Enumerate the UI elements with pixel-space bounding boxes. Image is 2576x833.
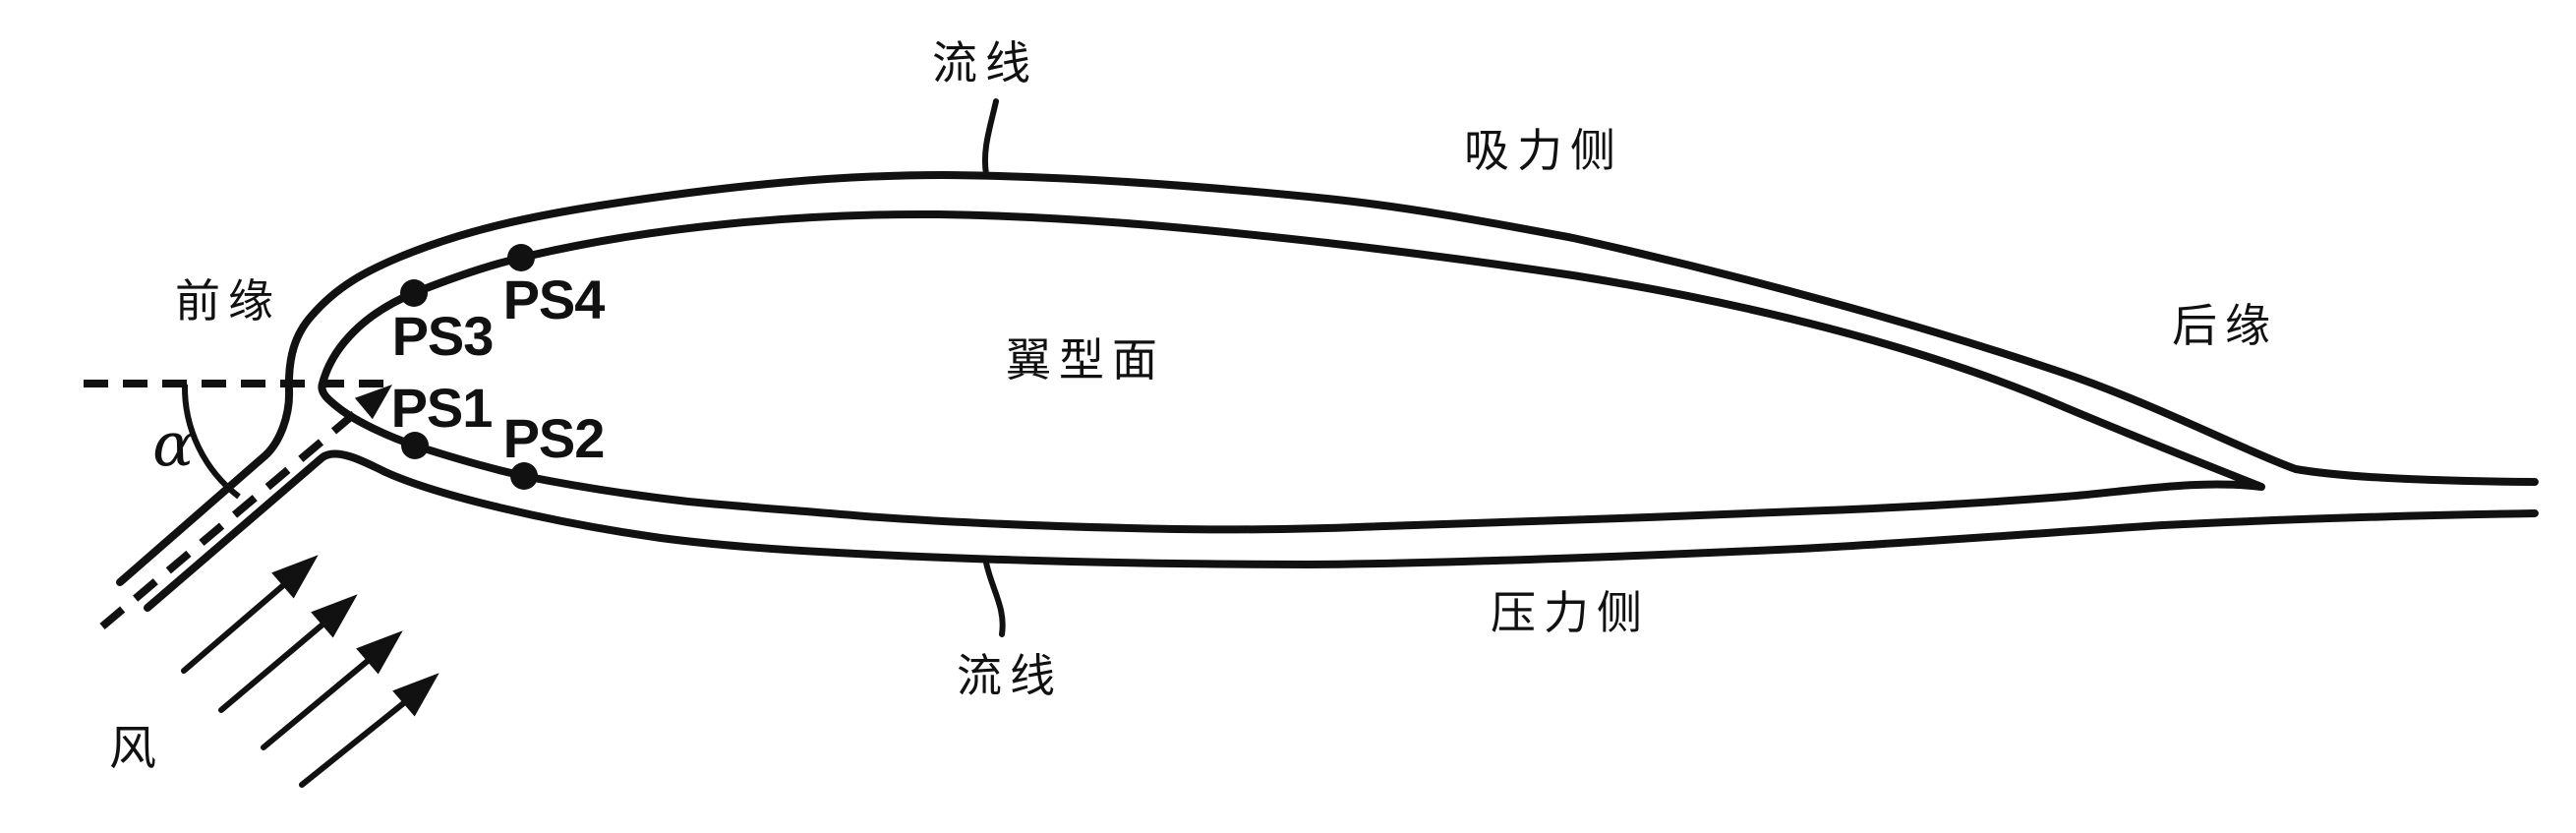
wind-arrow xyxy=(218,594,358,713)
label-leading-edge: 前缘 xyxy=(175,274,281,327)
upper-streamline xyxy=(116,171,2539,586)
label-wind: 风 xyxy=(108,721,157,776)
sensor-label-ps2: PS2 xyxy=(502,407,606,469)
label-trailing-edge: 后缘 xyxy=(2172,299,2278,352)
sensor-dot-ps4 xyxy=(507,244,535,271)
sensor-dot-ps1 xyxy=(401,432,429,459)
label-streamline-top: 流线 xyxy=(932,36,1038,89)
leader-line-top xyxy=(981,98,999,177)
label-suction-side: 吸力侧 xyxy=(1464,124,1623,177)
wind-arrow xyxy=(181,555,319,674)
lower-streamline xyxy=(144,449,2539,612)
angle-arc xyxy=(181,384,241,500)
airfoil-outline xyxy=(318,209,2265,534)
flow-direction-arrowhead xyxy=(354,385,392,420)
sensor-dot-ps2 xyxy=(510,462,538,490)
sensor-label-ps4: PS4 xyxy=(502,268,606,330)
sensor-label-ps1: PS1 xyxy=(390,377,494,439)
sensor-dots xyxy=(400,244,538,490)
wind-arrows xyxy=(181,555,439,788)
wind-arrow xyxy=(299,673,439,788)
wind-arrow xyxy=(261,630,403,750)
sensor-dot-ps3 xyxy=(400,279,428,307)
label-pressure-side: 压力侧 xyxy=(1491,586,1650,639)
label-streamline-bottom: 流线 xyxy=(957,649,1063,702)
leader-line-bottom xyxy=(983,560,1006,637)
flow-direction-dashed-line xyxy=(99,395,375,630)
label-angle-of-attack: α xyxy=(152,408,194,480)
label-airfoil-surface: 翼型面 xyxy=(1006,333,1165,387)
sensor-label-ps3: PS3 xyxy=(391,305,495,367)
